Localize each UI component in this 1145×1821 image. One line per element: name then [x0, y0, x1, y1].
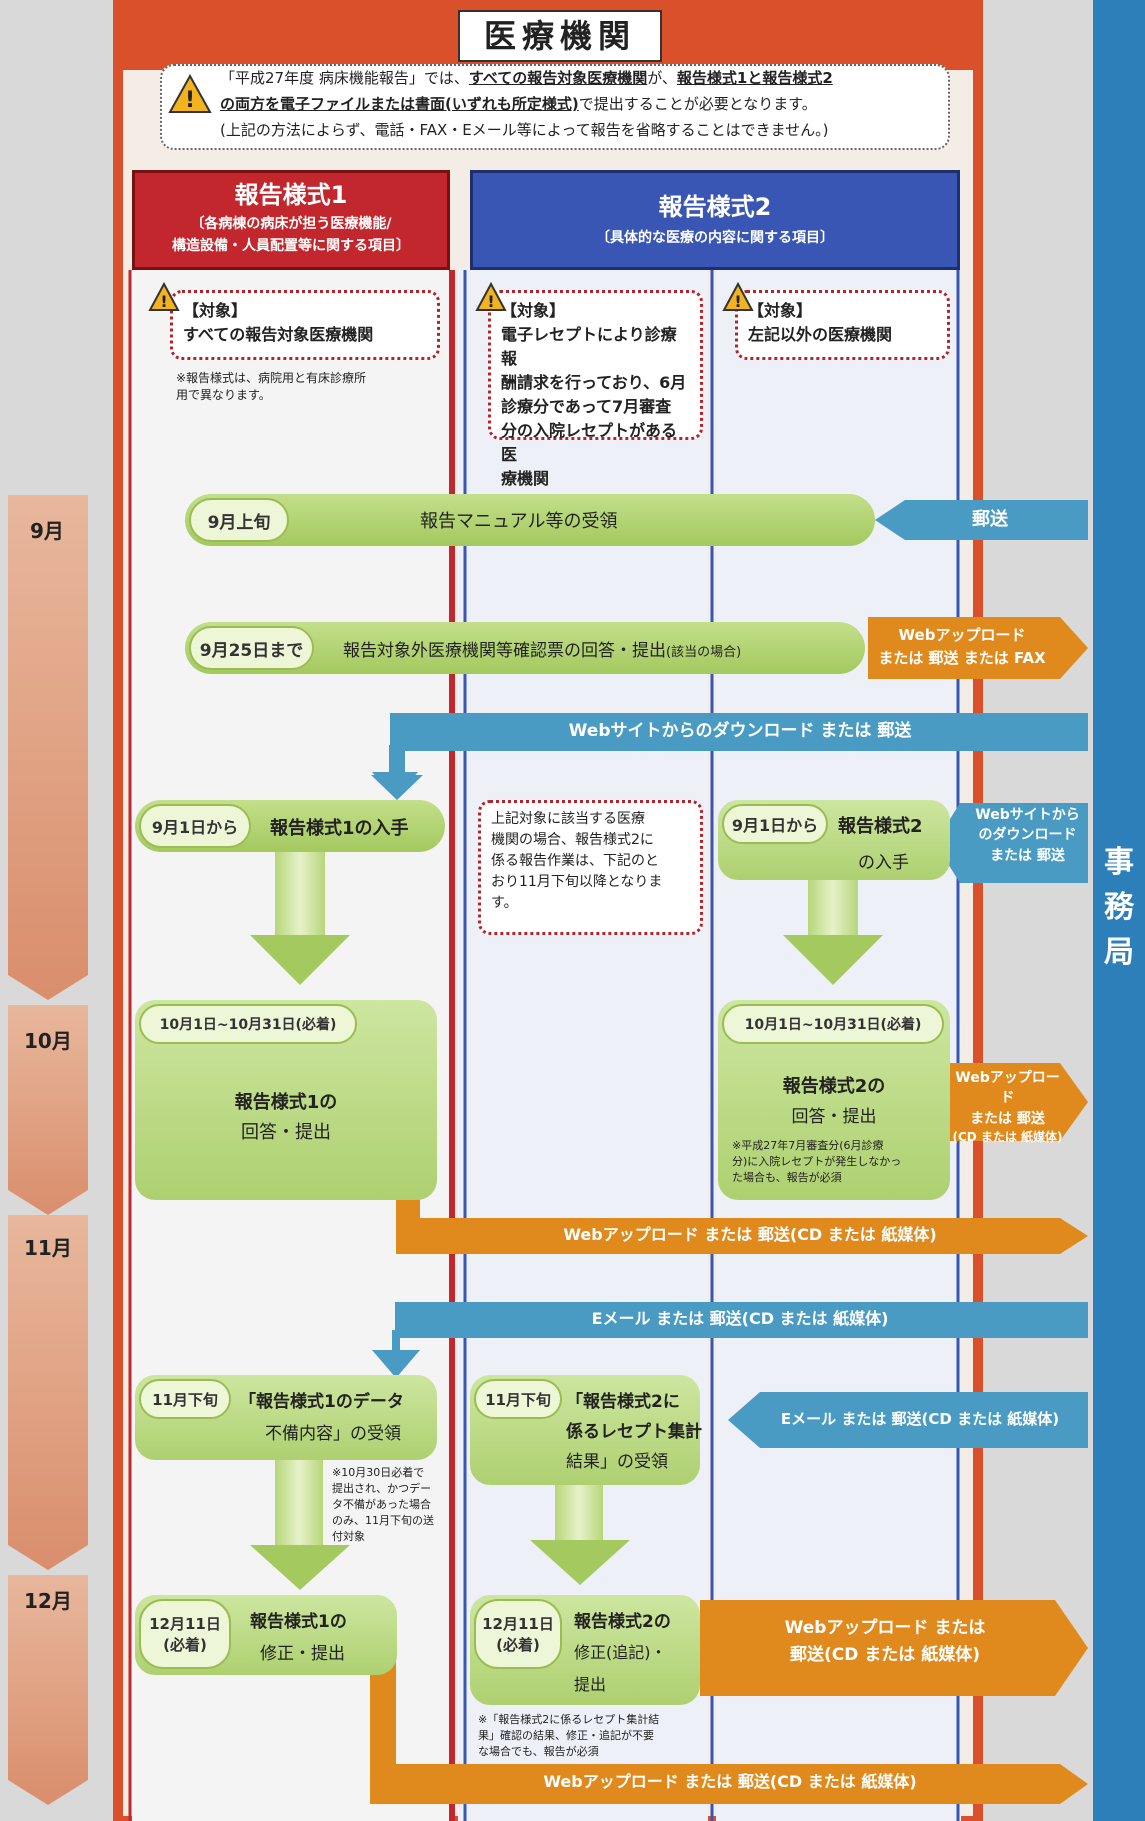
page-title: 医療機関: [458, 10, 662, 62]
svg-text:!: !: [734, 292, 741, 311]
office-label: 事務局: [1104, 845, 1134, 970]
svg-text:!: !: [487, 292, 494, 311]
date-pill: 10月1日~10月31日(必着): [722, 1004, 944, 1044]
warning-box: ! 「平成27年度 病床機能報告」では、すべての報告対象医療機関が、報告様式1と…: [160, 64, 950, 150]
target-box-1: 【対象】 すべての報告対象医療機関: [170, 290, 440, 360]
date-pill: 9月上旬: [189, 498, 289, 542]
target-label: 【対象】: [183, 301, 248, 320]
date-pill: 9月25日まで: [189, 626, 314, 670]
note: ※平成27年7月審査分(6月診療分)に入院レセプトが発生しなかった場合も、報告が…: [732, 1139, 902, 1184]
email-arrow-s11: [728, 1392, 1088, 1448]
warning-line-3: (上記の方法によらず、電話・FAX・Eメール等によって報告を省略することはできま…: [220, 121, 829, 139]
form1-subtitle-1: 〔各病棟の病床が担う医療機能/: [190, 216, 392, 232]
month-ribbon-oct: [8, 1005, 88, 1215]
step-get-form1: 9月1日から 報告様式1の入手: [135, 800, 445, 852]
mail-label: 郵送: [972, 509, 1008, 530]
month-nov: 11月: [24, 1236, 72, 1260]
date-pill: 9月1日から: [722, 804, 828, 844]
warning-icon: !: [475, 281, 507, 316]
download-label-s5: Webサイトからのダウンロードまたは 郵送: [975, 807, 1080, 864]
warning-line-2: の両方を電子ファイルまたは書面(いずれも所定様式)で提出することが必要となります…: [220, 95, 817, 113]
step-get-form2: 9月1日から 報告様式2 の入手: [718, 800, 950, 880]
mail-arrow-s1: [875, 500, 1088, 540]
svg-text:!: !: [160, 292, 167, 311]
upload-arrow-s14: [370, 1655, 1088, 1804]
warning-icon: !: [722, 281, 754, 316]
step-receive-manual: 9月上旬 報告マニュアル等の受領: [185, 494, 875, 546]
svg-text:!: !: [185, 88, 195, 113]
upload-label-s13: Webアップロード または郵送(CD または 紙媒体): [784, 1618, 986, 1666]
date-pill: 10月1日~10月31日(必着): [139, 1004, 357, 1044]
month-ribbon-nov: [8, 1215, 88, 1570]
form1-header: 報告様式1 〔各病棟の病床が担う医療機能/ 構造設備・人員配置等に関する項目〕: [132, 170, 450, 270]
step-text: 報告対象外医療機関等確認票の回答・提出(該当の場合): [343, 641, 742, 661]
form2-subtitle: 〔具体的な医療の内容に関する項目〕: [596, 230, 834, 246]
date-pill: 11月下旬: [139, 1379, 231, 1419]
email-label-s9: Eメール または 郵送(CD または 紙媒体): [591, 1309, 889, 1328]
step-answer-form2: 10月1日~10月31日(必着) 報告様式2の 回答・提出 ※平成27年7月審査…: [718, 1000, 950, 1200]
step-fix-form2: 12月11日(必着) 報告様式2の 修正(追記)・ 提出: [470, 1595, 700, 1705]
upload-arrow-s13: [700, 1600, 1088, 1696]
download-label-s3: Webサイトからのダウンロード または 郵送: [568, 721, 912, 741]
header-bar: 医療機関: [118, 0, 978, 70]
upload-arrow-s7: [948, 1063, 1088, 1141]
month-oct: 10月: [24, 1029, 72, 1053]
upload-label-s7: Webアップロードまたは 郵送(CD または 紙媒体): [952, 1070, 1063, 1144]
form2-header: 報告様式2 〔具体的な医療の内容に関する項目〕: [470, 170, 960, 270]
step-receive-receipt-results: 11月下旬 「報告様式2に 係るレセプト集計 結果」の受領: [470, 1375, 702, 1485]
date-pill: 12月11日(必着): [139, 1599, 231, 1669]
month-ribbon-sep: [8, 495, 88, 1000]
form1-subtitle-2: 構造設備・人員配置等に関する項目〕: [172, 238, 410, 254]
warning-icon: !: [148, 281, 180, 316]
step-fix-form1: 12月11日(必着) 報告様式1の 修正・提出: [135, 1595, 397, 1675]
upload-arrow-s2: [868, 617, 1088, 679]
step-text: 報告様式1の入手: [270, 818, 409, 839]
target-box-2: 【対象】 電子レセプトにより診療報 酬請求を行っており、6月 診療分であって7月…: [488, 290, 703, 488]
email-label-s11: Eメール または 郵送(CD または 紙媒体): [780, 1410, 1060, 1428]
target-text: すべての報告対象医療機関: [183, 325, 374, 344]
target-box-3: 【対象】 左記以外の医療機関: [735, 290, 950, 360]
form1-title: 報告様式1: [234, 181, 348, 209]
date-pill: 9月1日から: [139, 804, 251, 848]
form2-title: 報告様式2: [658, 193, 772, 221]
step-confirm-form: 9月25日まで 報告対象外医療機関等確認票の回答・提出(該当の場合): [185, 622, 865, 674]
month-sep: 9月: [30, 519, 64, 543]
upload-label-s14: Webアップロード または 郵送(CD または 紙媒体): [543, 1772, 917, 1791]
form2-wait-note: 上記対象に該当する医療 機関の場合、報告様式2に 係る報告作業は、下記のと おり…: [478, 800, 703, 935]
target-note-1: ※報告様式は、病院用と有床診療所用で異なります。: [176, 371, 367, 403]
step-text: 報告マニュアル等の受領: [420, 511, 618, 532]
step-answer-form1: 10月1日~10月31日(必着) 報告様式1の 回答・提出: [135, 1000, 437, 1200]
warning-icon: !: [168, 73, 212, 114]
date-pill: 11月下旬: [474, 1379, 562, 1419]
upload-arrow-s8: [396, 1188, 1088, 1254]
warning-line-1: 「平成27年度 病床機能報告」では、すべての報告対象医療機関が、報告様式1と報告…: [220, 69, 833, 87]
month-dec: 12月: [24, 1589, 72, 1613]
month-ribbon-dec: [8, 1575, 88, 1805]
date-pill: 12月11日(必着): [474, 1599, 562, 1669]
upload-label-s8: Webアップロード または 郵送(CD または 紙媒体): [563, 1225, 937, 1244]
note: ※10月30日必着で提出され、かつデータ不備があった場合のみ、11月下旬の送付対…: [332, 1466, 434, 1543]
step-receive-data-issues: 11月下旬 「報告様式1のデータ 不備内容」の受領: [135, 1375, 437, 1460]
note: ※「報告様式2に係るレセプト集計結果」確認の結果、修正・追記が不要な場合でも、報…: [478, 1713, 660, 1758]
upload-label-s2: Webアップロードまたは 郵送 または FAX: [878, 626, 1046, 668]
